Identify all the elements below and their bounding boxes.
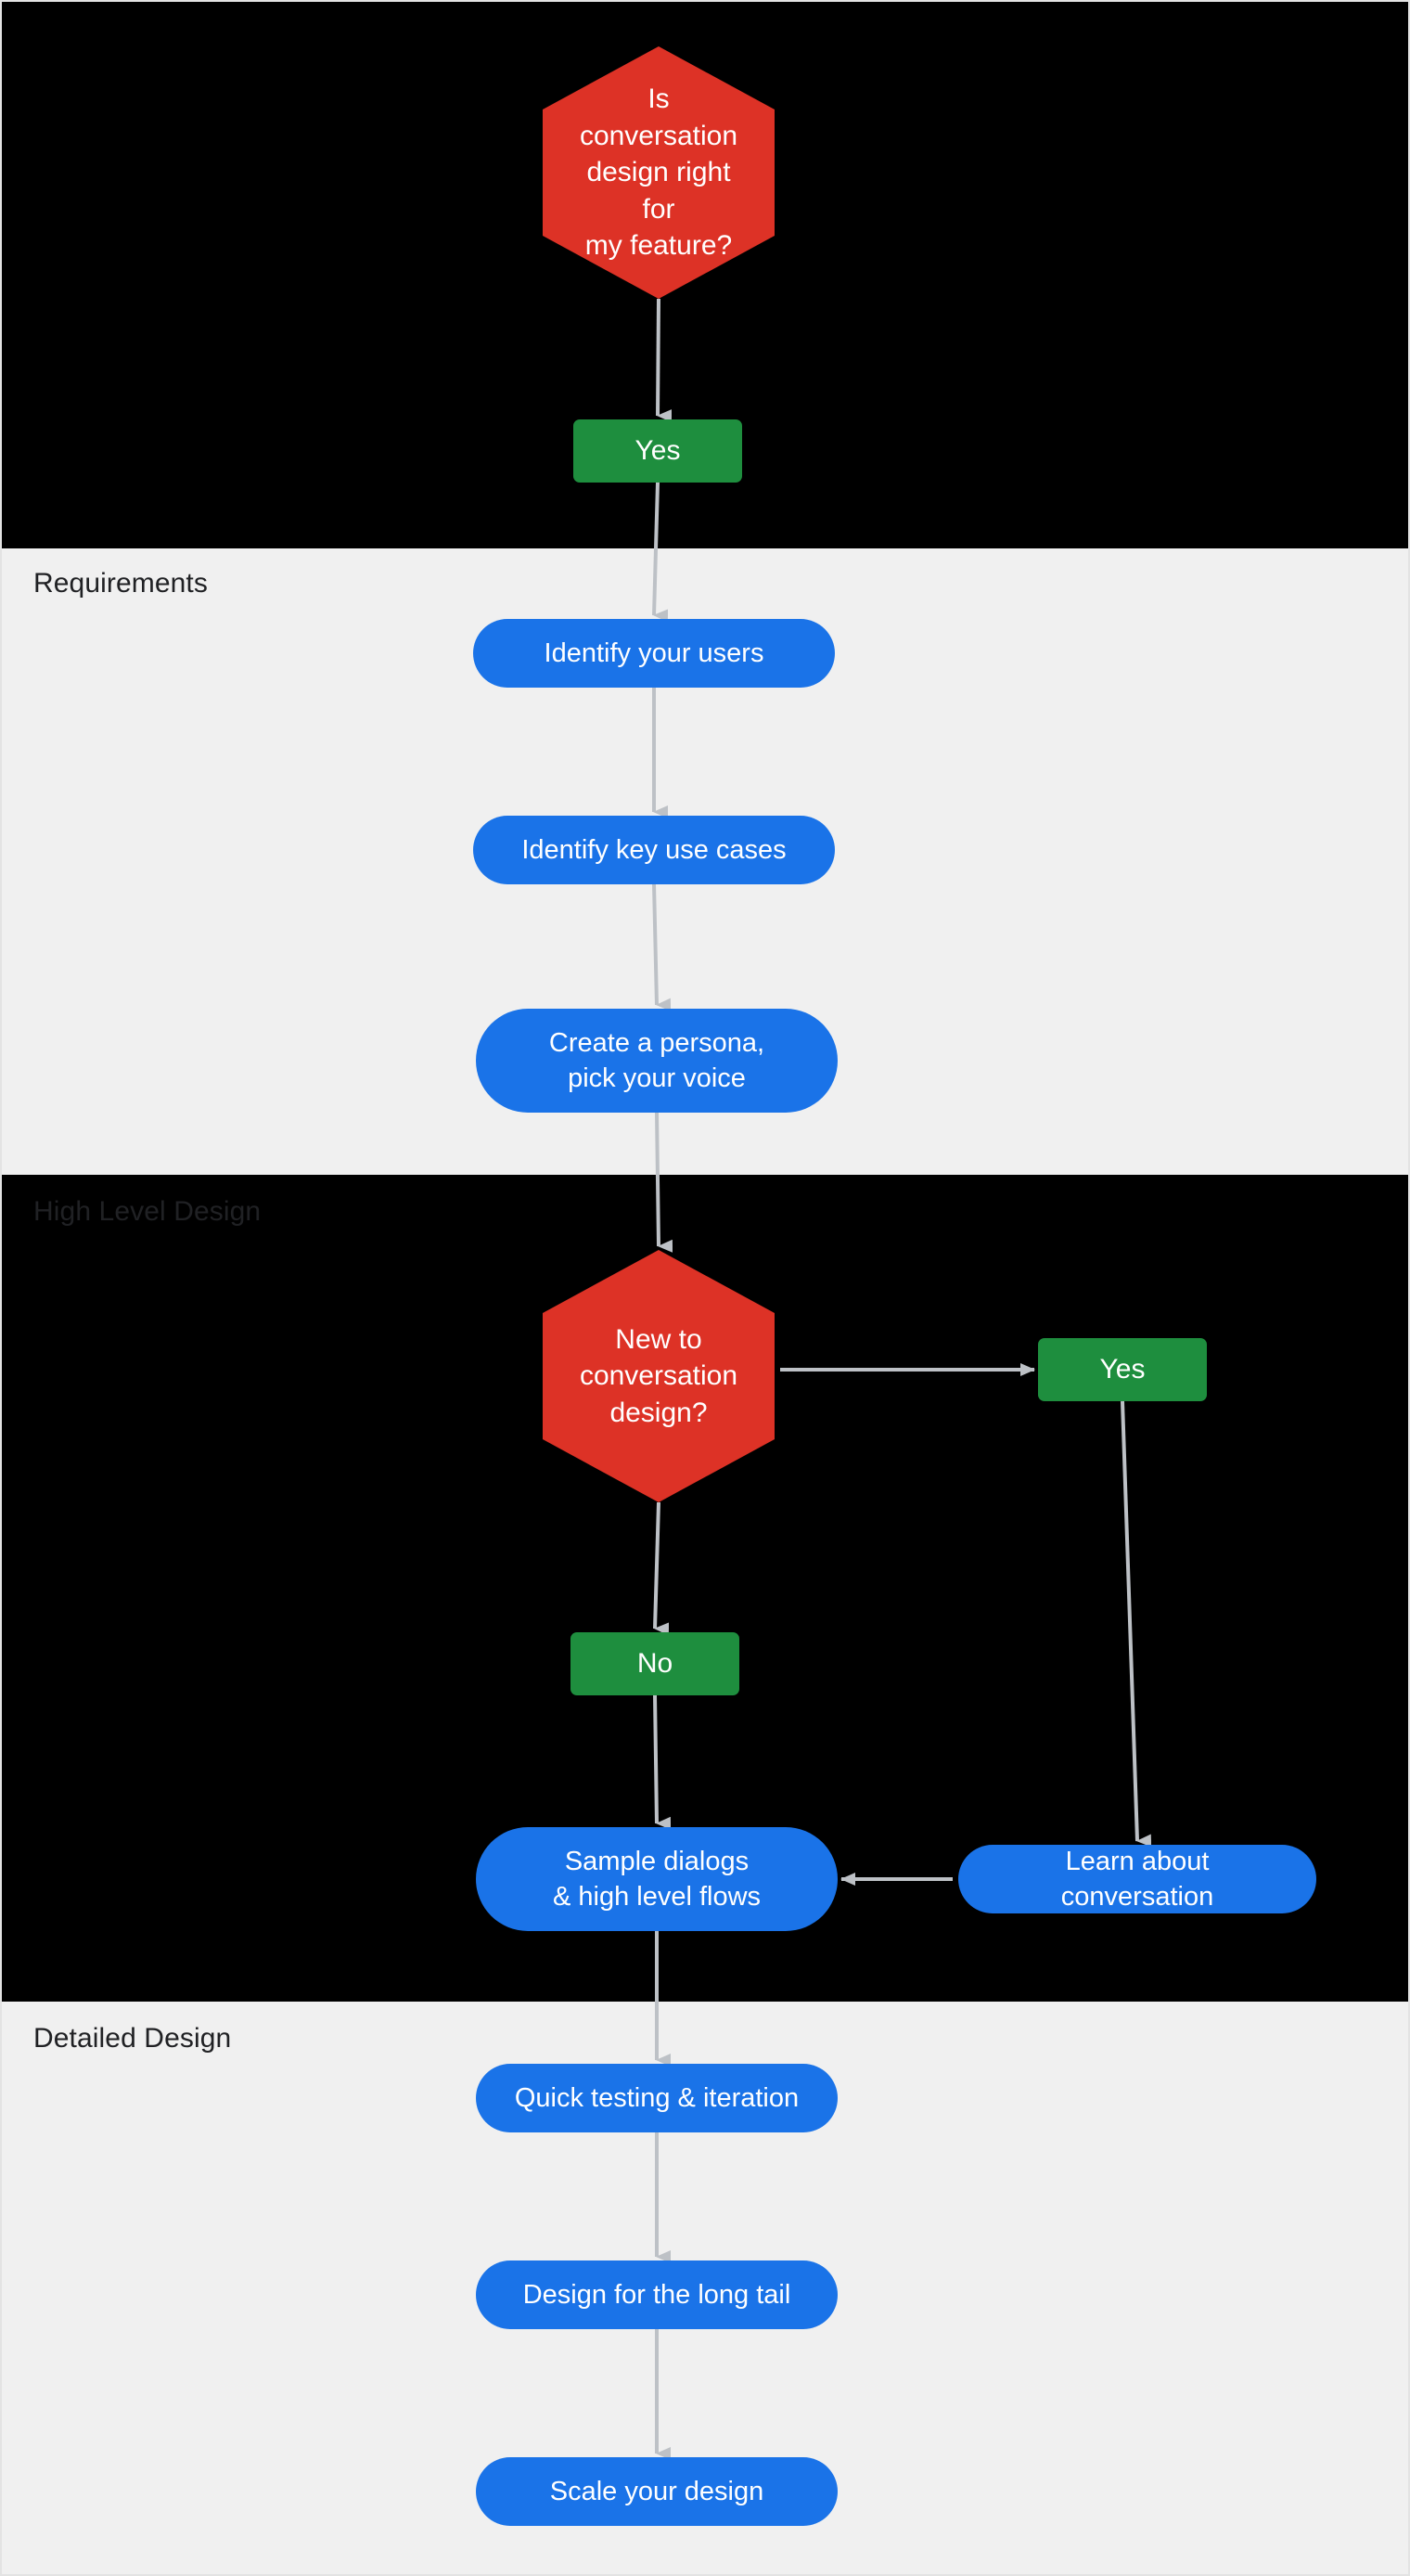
answer-no-branch-label: No xyxy=(636,1648,673,1680)
decision-conversation-design-fit-label: Is conversation design right for my feat… xyxy=(579,84,738,262)
step-sample-dialogs[interactable]: Sample dialogs & high level flows xyxy=(476,1827,838,1931)
step-learn-about-conversation-label: Learn about conversation xyxy=(1060,1846,1214,1912)
step-design-long-tail-label: Design for the long tail xyxy=(522,2279,791,2310)
decision-conversation-design-fit[interactable]: Is conversation design right for my feat… xyxy=(543,46,775,299)
step-identify-use-cases[interactable]: Identify key use cases xyxy=(473,816,835,884)
step-quick-testing-label: Quick testing & iteration xyxy=(514,2082,800,2113)
step-identify-users[interactable]: Identify your users xyxy=(473,619,835,688)
step-identify-users-label: Identify your users xyxy=(544,638,764,668)
section-label-requirements: Requirements xyxy=(33,568,208,599)
section-label-high-level-design: High Level Design xyxy=(33,1196,262,1227)
answer-yes-branch-label: Yes xyxy=(1099,1354,1146,1385)
decision-new-to-conversation-design[interactable]: New to conversation design? xyxy=(543,1250,775,1502)
step-sample-dialogs-label: Sample dialogs & high level flows xyxy=(552,1846,762,1912)
step-scale-design-label: Scale your design xyxy=(549,2476,764,2506)
section-label-detailed-design: Detailed Design xyxy=(33,2023,232,2054)
step-learn-about-conversation[interactable]: Learn about conversation xyxy=(958,1845,1316,1913)
answer-yes-branch[interactable]: Yes xyxy=(1038,1338,1207,1401)
answer-no-branch[interactable]: No xyxy=(570,1632,739,1695)
step-create-persona[interactable]: Create a persona, pick your voice xyxy=(476,1009,838,1113)
step-scale-design[interactable]: Scale your design xyxy=(476,2457,838,2526)
step-design-long-tail[interactable]: Design for the long tail xyxy=(476,2260,838,2329)
step-quick-testing[interactable]: Quick testing & iteration xyxy=(476,2064,838,2132)
answer-yes-top-label: Yes xyxy=(634,435,681,467)
step-create-persona-label: Create a persona, pick your voice xyxy=(548,1027,765,1093)
answer-yes-top[interactable]: Yes xyxy=(573,419,742,483)
step-identify-use-cases-label: Identify key use cases xyxy=(521,834,787,865)
decision-new-to-conversation-design-label: New to conversation design? xyxy=(579,1323,738,1428)
